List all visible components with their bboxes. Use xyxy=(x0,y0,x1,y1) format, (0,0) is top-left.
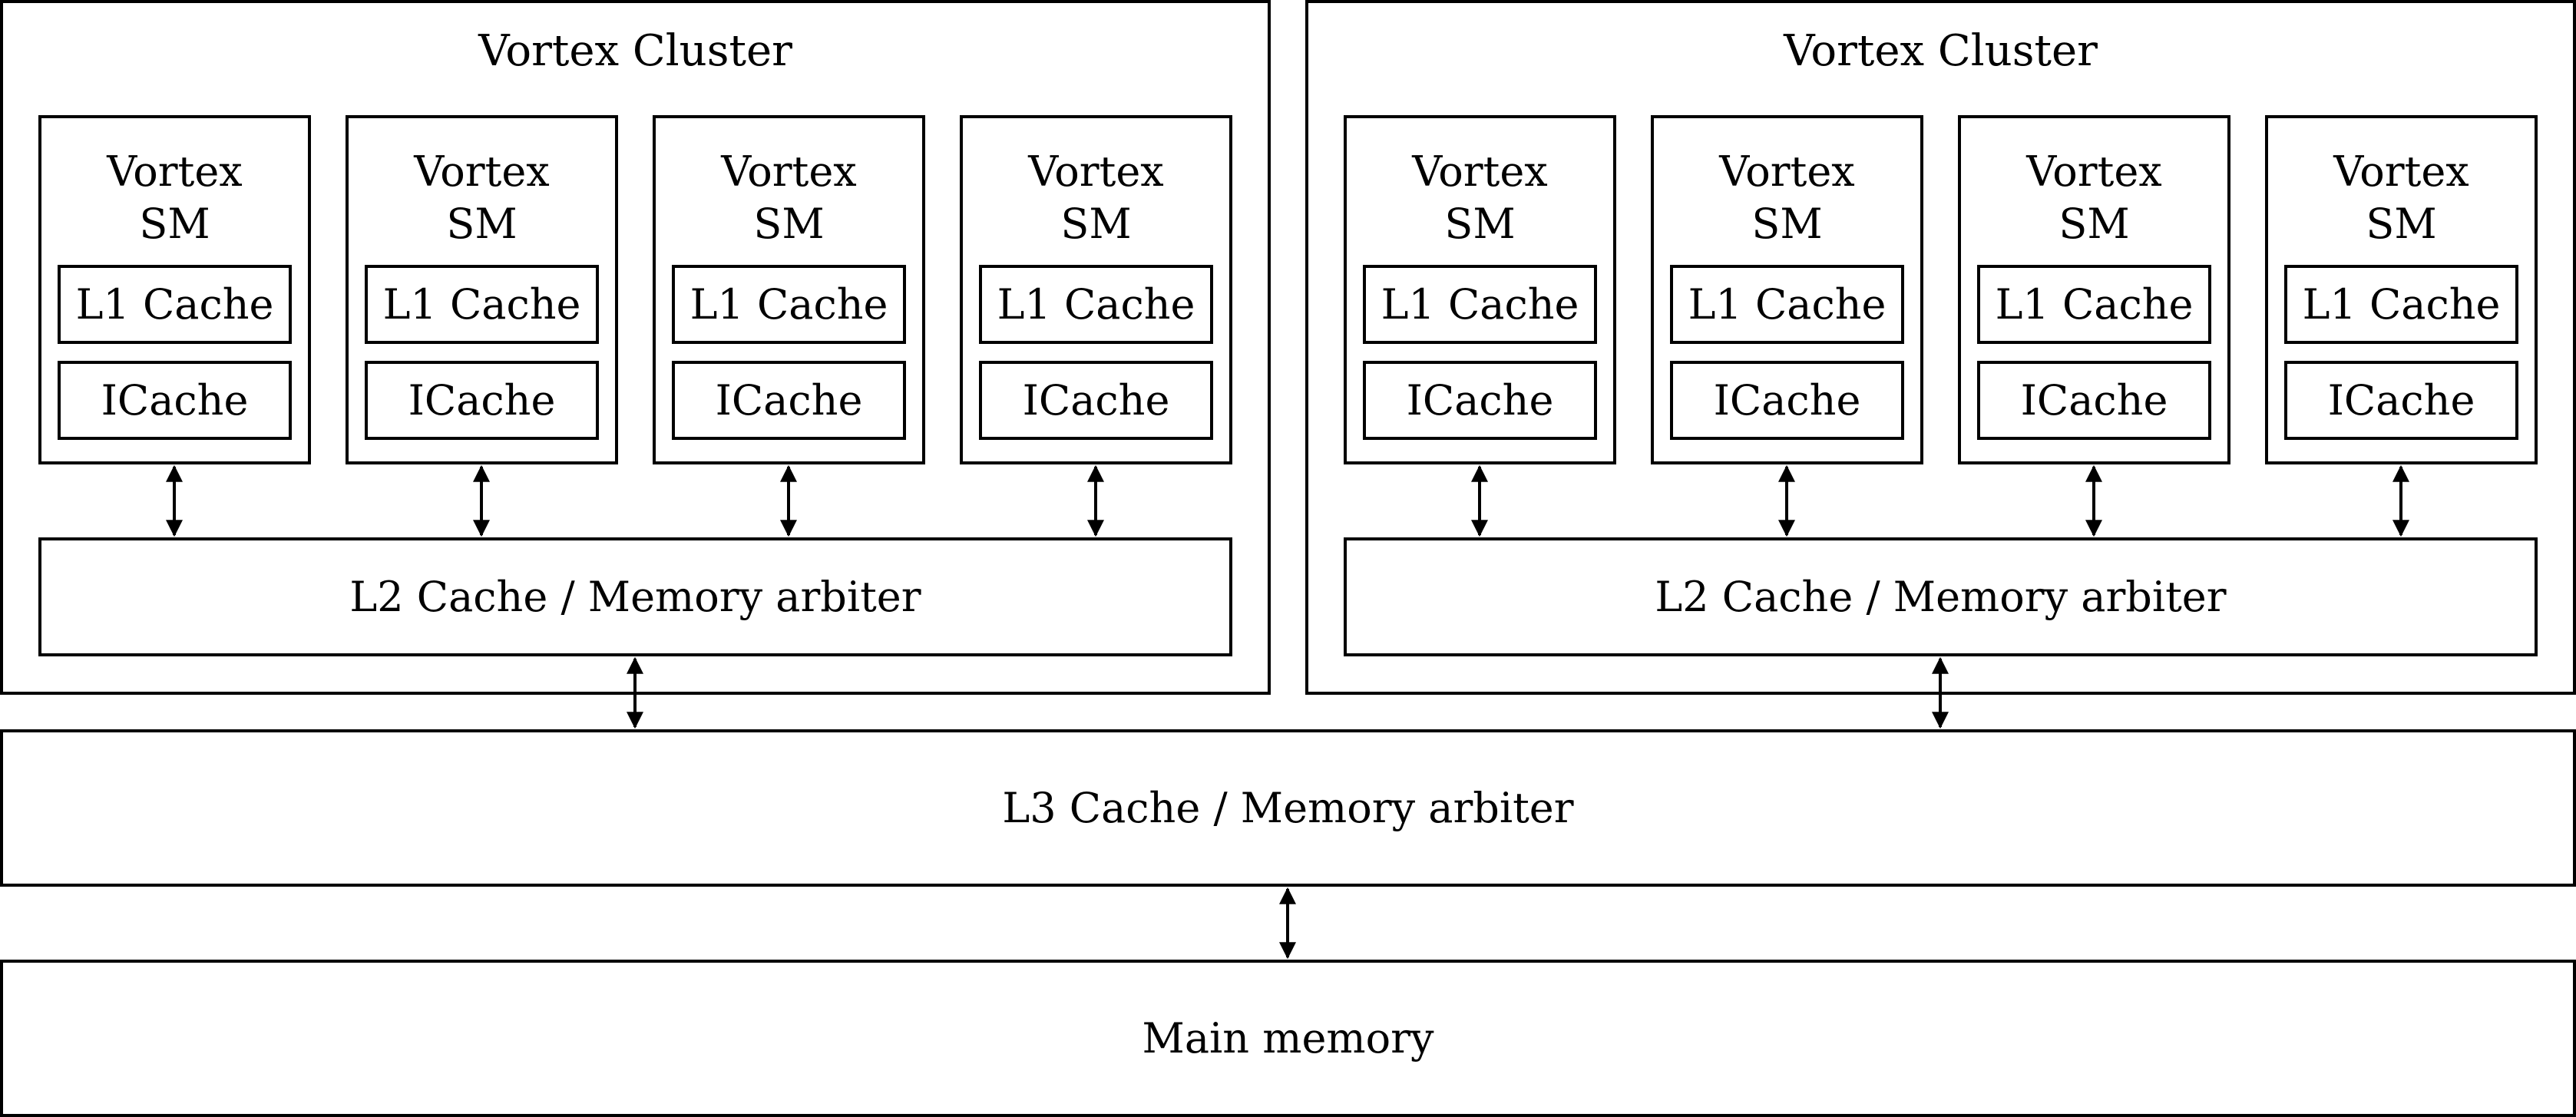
l2-cache-memory-arbiter: L2 Cache / Memory arbiter xyxy=(1344,537,2538,656)
main-memory: Main memory xyxy=(0,960,2576,1117)
icache: ICache xyxy=(672,361,906,440)
cluster-title: Vortex Cluster xyxy=(478,26,792,76)
l1-cache: L1 Cache xyxy=(1670,265,1904,344)
sm-title-line2: SM xyxy=(1060,200,1132,248)
icache: ICache xyxy=(58,361,292,440)
l2-cache-memory-arbiter: L2 Cache / Memory arbiter xyxy=(38,537,1232,656)
icache: ICache xyxy=(1977,361,2211,440)
sm-title: Vortex SM xyxy=(963,146,1229,250)
sm-title-line1: Vortex xyxy=(414,147,550,196)
sm-title-line1: Vortex xyxy=(1719,147,1855,196)
l1-cache: L1 Cache xyxy=(979,265,1213,344)
sm-title-line2: SM xyxy=(1751,200,1823,248)
sm-title: Vortex SM xyxy=(1654,146,1920,250)
sm-title-line1: Vortex xyxy=(721,147,857,196)
icache: ICache xyxy=(1670,361,1904,440)
sm-title-line1: Vortex xyxy=(2026,147,2162,196)
sm-title-line2: SM xyxy=(446,200,518,248)
l1-cache: L1 Cache xyxy=(365,265,599,344)
sm-title-line1: Vortex xyxy=(1412,147,1548,196)
l1-cache: L1 Cache xyxy=(1363,265,1597,344)
l3-cache-memory-arbiter: L3 Cache / Memory arbiter xyxy=(0,729,2576,887)
sm-title-line2: SM xyxy=(2058,200,2130,248)
sm-title: Vortex SM xyxy=(2268,146,2535,250)
sm-title: Vortex SM xyxy=(349,146,615,250)
l1-cache: L1 Cache xyxy=(672,265,906,344)
l1-cache: L1 Cache xyxy=(58,265,292,344)
sm-title-line1: Vortex xyxy=(2333,147,2469,196)
sm-title-line2: SM xyxy=(1444,200,1516,248)
sm-title-line2: SM xyxy=(753,200,825,248)
sm-title: Vortex SM xyxy=(1347,146,1613,250)
sm-title-line1: Vortex xyxy=(1028,147,1164,196)
sm-title-line1: Vortex xyxy=(107,147,243,196)
icache: ICache xyxy=(1363,361,1597,440)
sm-title: Vortex SM xyxy=(656,146,922,250)
sm-title: Vortex SM xyxy=(41,146,308,250)
icache: ICache xyxy=(365,361,599,440)
sm-title: Vortex SM xyxy=(1961,146,2227,250)
l1-cache: L1 Cache xyxy=(2284,265,2518,344)
sm-title-line2: SM xyxy=(2366,200,2437,248)
cluster-title: Vortex Cluster xyxy=(1784,26,2098,76)
icache: ICache xyxy=(2284,361,2518,440)
sm-title-line2: SM xyxy=(139,200,210,248)
l1-cache: L1 Cache xyxy=(1977,265,2211,344)
icache: ICache xyxy=(979,361,1213,440)
